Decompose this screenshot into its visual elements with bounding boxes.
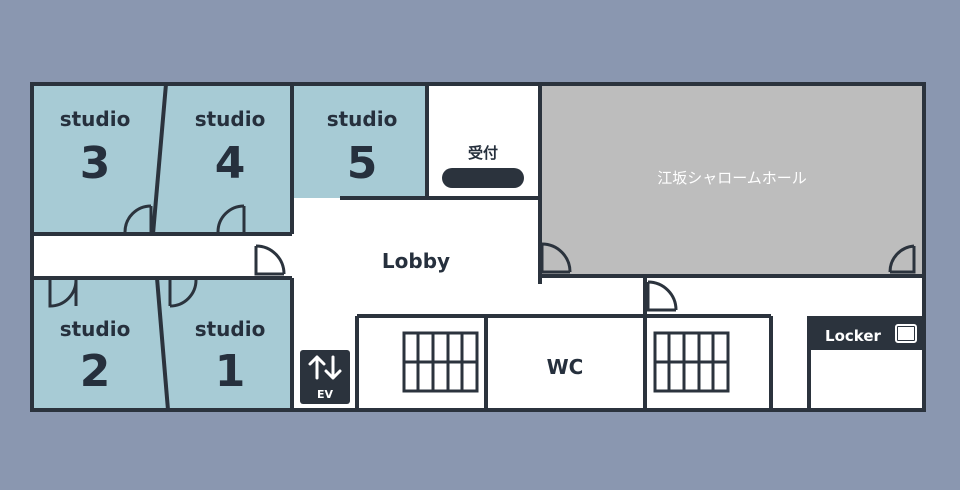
studio-2-area[interactable] [34, 278, 168, 408]
wc-label: WC [547, 355, 584, 379]
studio-2-door [48, 279, 78, 308]
studio-4-number: 4 [215, 138, 246, 189]
hall-left-door [540, 242, 572, 274]
locker-icon [895, 324, 917, 343]
elevator-label: EV [317, 388, 334, 401]
studio-5-number: 5 [347, 138, 378, 189]
toilet-stall-icon [402, 331, 479, 393]
lobby-label: Lobby [382, 249, 450, 273]
toilet-stall-icon [653, 331, 730, 393]
locker-label: Locker [825, 327, 882, 345]
studio-1-area[interactable] [157, 278, 292, 408]
studio-1-number: 1 [215, 346, 246, 397]
studio-1-label: studio [195, 317, 266, 341]
studio-1-door [168, 279, 198, 308]
studio-2-number: 2 [80, 346, 111, 397]
elevator-arrows-icon [308, 355, 342, 380]
hall-label: 江坂シャロームホール [657, 169, 807, 187]
studio-3-door [123, 204, 153, 233]
studio-4-area[interactable] [153, 86, 292, 234]
corridor-door [254, 244, 286, 276]
reception-label: 受付 [468, 144, 498, 162]
studio-3-number: 3 [80, 138, 111, 189]
elevator[interactable]: EV [300, 350, 350, 404]
studio-3-label: studio [60, 107, 131, 131]
walls [30, 82, 926, 412]
studio-5-area[interactable] [294, 86, 426, 198]
studio-2-label: studio [60, 317, 131, 341]
hall-right-door [888, 244, 916, 274]
studio-4-door [216, 204, 246, 233]
hall-area[interactable] [541, 86, 922, 274]
doors [48, 204, 916, 312]
lower-right-door [646, 280, 678, 312]
studio-5-label: studio [327, 107, 398, 131]
studio-3-area[interactable] [34, 86, 166, 234]
studio-4-label: studio [195, 107, 266, 131]
counter-icon [442, 168, 524, 188]
